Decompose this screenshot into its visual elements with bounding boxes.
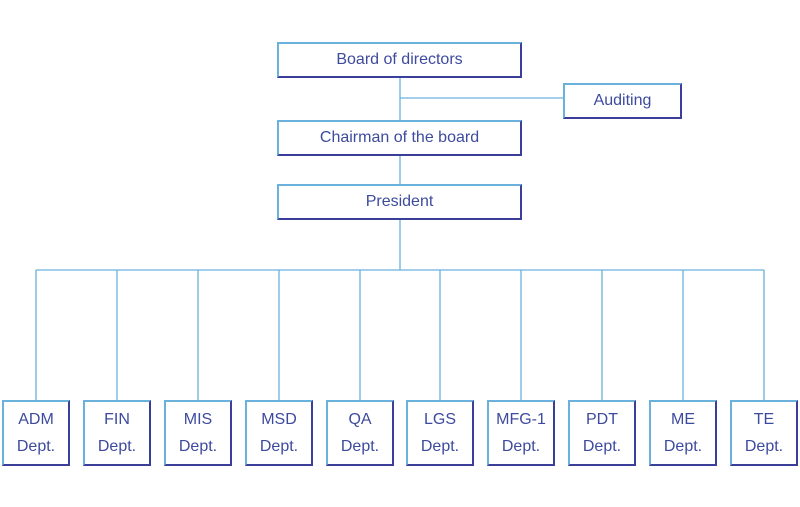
dept-suffix: Dept.	[340, 438, 380, 455]
board-of-directors-box: Board of directors	[277, 42, 522, 78]
dept-box-msd: MSD Dept.	[245, 400, 313, 466]
dept-name: ADM	[18, 411, 54, 428]
dept-box-qa: QA Dept.	[326, 400, 394, 466]
dept-suffix: Dept.	[582, 438, 622, 455]
dept-suffix: Dept.	[16, 438, 56, 455]
chairman-label: Chairman of the board	[319, 129, 480, 146]
dept-box-mis: MIS Dept.	[164, 400, 232, 466]
dept-name: QA	[348, 411, 372, 428]
dept-suffix: Dept.	[744, 438, 784, 455]
dept-name: PDT	[586, 411, 618, 428]
dept-name: MFG-1	[496, 411, 546, 428]
president-label: President	[365, 193, 434, 210]
auditing-label: Auditing	[593, 92, 652, 109]
dept-suffix: Dept.	[663, 438, 703, 455]
dept-name: MIS	[183, 411, 213, 428]
dept-box-fin: FIN Dept.	[83, 400, 151, 466]
dept-suffix: Dept.	[178, 438, 218, 455]
dept-suffix: Dept.	[501, 438, 541, 455]
dept-name: TE	[753, 411, 775, 428]
board-of-directors-label: Board of directors	[336, 51, 463, 68]
dept-box-pdt: PDT Dept.	[568, 400, 636, 466]
dept-box-te: TE Dept.	[730, 400, 798, 466]
dept-box-mfg1: MFG-1 Dept.	[487, 400, 555, 466]
dept-name: LGS	[423, 411, 456, 428]
president-box: President	[277, 184, 522, 220]
dept-box-me: ME Dept.	[649, 400, 717, 466]
dept-suffix: Dept.	[420, 438, 460, 455]
dept-box-lgs: LGS Dept.	[406, 400, 474, 466]
dept-name: FIN	[104, 411, 130, 428]
dept-name: MSD	[261, 411, 297, 428]
dept-name: ME	[671, 411, 695, 428]
chairman-box: Chairman of the board	[277, 120, 522, 156]
dept-suffix: Dept.	[97, 438, 137, 455]
dept-box-adm: ADM Dept.	[2, 400, 70, 466]
dept-suffix: Dept.	[259, 438, 299, 455]
auditing-box: Auditing	[563, 83, 682, 119]
